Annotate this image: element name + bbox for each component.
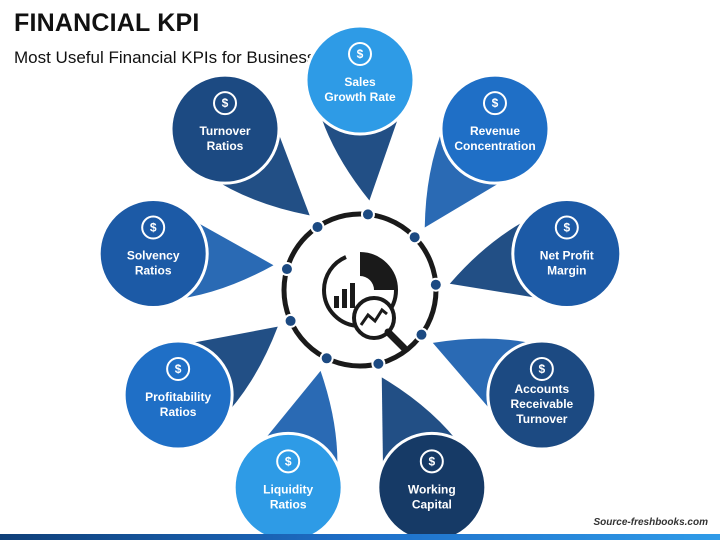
- ring-dot: [371, 356, 386, 371]
- ring-dot: [428, 277, 443, 292]
- kpi-node-circle: [486, 339, 598, 451]
- kpi-label-line: Revenue: [470, 124, 520, 138]
- clock-dollar-icon: $: [141, 215, 166, 240]
- svg-text:$: $: [539, 362, 546, 376]
- kpi-label-line: Profitability: [145, 390, 211, 404]
- kpi-label-line: Turnover: [516, 412, 567, 426]
- kpi-label-line: Ratios: [135, 264, 172, 278]
- svg-text:$: $: [428, 454, 435, 468]
- ring-dot: [310, 219, 325, 234]
- kpi-label-line: Concentration: [454, 139, 535, 153]
- source-credit: Source-freshbooks.com: [593, 517, 708, 528]
- ring-dot: [360, 207, 375, 222]
- kpi-node-circle: [97, 198, 209, 310]
- money-bag-growth-icon: $: [166, 357, 191, 381]
- kpi-node-circle: [232, 431, 344, 540]
- svg-text:$: $: [492, 96, 499, 110]
- receivable-documents-icon: $: [529, 357, 554, 381]
- kpi-node-circle: [439, 73, 551, 185]
- svg-text:$: $: [222, 96, 229, 110]
- growth-chart-icon: $: [348, 42, 372, 66]
- ring-dot: [279, 262, 294, 277]
- kpi-label-line: Ratios: [207, 139, 244, 153]
- kpi-node-circle: [511, 198, 623, 310]
- center-hub: [279, 207, 443, 371]
- kpi-label-line: Margin: [547, 264, 586, 278]
- kpi-label-line: Turnover: [199, 124, 250, 138]
- ring-dot: [407, 230, 422, 245]
- kpi-label-line: Accounts: [515, 382, 570, 396]
- kpi-node-circle: [122, 339, 234, 451]
- bottom-accent-bar: [0, 534, 720, 540]
- balance-scale-icon: $: [276, 449, 301, 474]
- svg-text:$: $: [357, 47, 364, 61]
- kpi-label-line: Capital: [412, 497, 452, 511]
- svg-text:$: $: [285, 454, 292, 468]
- ring-dot: [414, 327, 429, 342]
- page-title: FINANCIAL KPI: [14, 9, 200, 37]
- kpi-node-circle: [169, 73, 281, 185]
- kpi-label-line: Ratios: [270, 497, 307, 511]
- svg-text:$: $: [563, 221, 570, 235]
- kpi-label-line: Net Profit: [540, 249, 594, 263]
- page-subtitle: Most Useful Financial KPIs for Business …: [14, 48, 384, 67]
- dollar-gears-icon: $: [419, 449, 444, 474]
- kpi-label-line: Solvency: [127, 249, 180, 263]
- kpi-node-circle: [304, 24, 416, 136]
- hub-ring-dots: [279, 207, 443, 371]
- kpi-label-line: Ratios: [160, 405, 197, 419]
- analytics-magnifier-icon: [322, 252, 408, 352]
- kpi-label-line: Working: [408, 482, 456, 496]
- profit-pie-icon: $: [554, 215, 579, 240]
- concentration-arrows-icon: $: [482, 91, 507, 116]
- kpi-label-line: Sales: [344, 75, 376, 89]
- dollar-cycle-icon: $: [213, 91, 238, 116]
- ring-dot: [283, 313, 298, 328]
- kpi-label-line: Receivable: [511, 397, 574, 411]
- kpi-label-line: Growth Rate: [324, 90, 396, 104]
- kpi-node-circle: [376, 431, 488, 540]
- svg-text:$: $: [150, 221, 157, 235]
- ring-dot: [319, 351, 334, 366]
- kpi-label-line: Liquidity: [263, 482, 313, 496]
- svg-text:$: $: [175, 362, 182, 376]
